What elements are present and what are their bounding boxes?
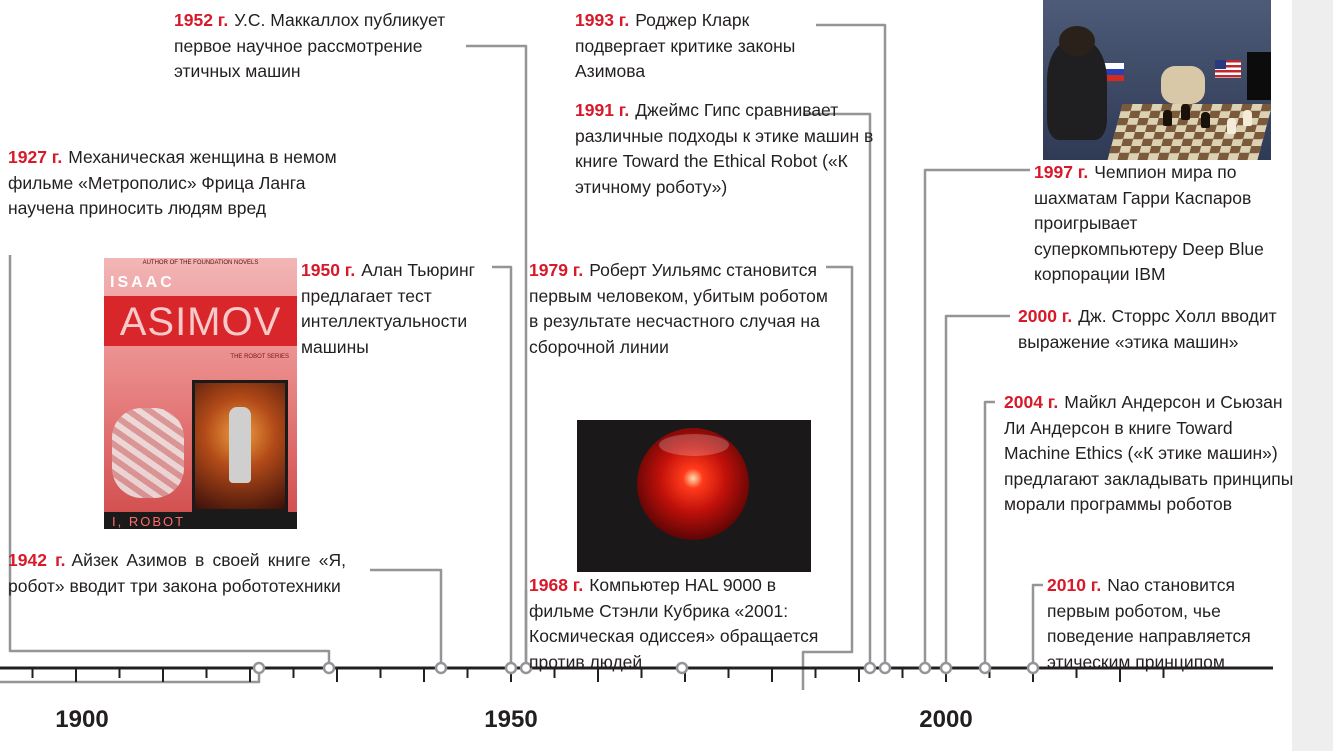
event-year: 1979 г. [529,260,584,280]
event-dot [1026,661,1040,675]
event-1968: 1968 г.Компьютер HAL 9000 в фильме Стэнл… [529,573,834,675]
chess-piece [1227,118,1236,134]
event-year: 1968 г. [529,575,584,595]
hal-lens [637,428,749,540]
connector-1979 [801,265,854,690]
book-bottom-band [104,512,297,529]
event-dot [939,661,953,675]
hal-9000-eye-icon [577,420,811,572]
robot-art-panel [192,380,288,512]
connector-2004 [983,400,995,668]
chess-piece [1201,112,1210,128]
book-subtitle: I, ROBOT [112,514,186,529]
event-2004: 2004 г.Майкл Андерсон и Сьюзан Ли Андерс… [1004,390,1296,518]
event-year: 2010 г. [1047,575,1102,595]
connector-1950 [492,265,513,668]
connector-1997 [923,168,1030,668]
connector-1927 [0,668,261,684]
hal-highlight [659,434,729,456]
event-dot [434,661,448,675]
event-1927: 1927 г.Механическая женщина в немом филь… [8,145,343,222]
kasparov-chess-photo-icon [1043,0,1271,160]
event-text: Майкл Андерсон и Сьюзан Ли Андерсон в кн… [1004,392,1294,514]
axis-label-1950: 1950 [484,706,538,733]
player-head [1059,26,1095,56]
event-text: Роджер Кларк подвергает критике законы А… [575,10,796,81]
event-text: Механическая женщина в немом фильме «Мет… [8,147,337,218]
event-year: 1927 г. [8,147,63,167]
event-1950: 1950 г.Алан Тьюринг предлагает тест инте… [301,258,513,360]
axis-label-2000: 2000 [919,706,973,733]
event-text: Роберт Уильямс становится первым человек… [529,260,828,357]
chess-clock-icon [1161,66,1205,104]
event-year: 1993 г. [575,10,630,30]
event-2000: 2000 г.Дж. Сторрс Холл вводит выражение … [1018,304,1288,355]
book-author: ISAAC [110,274,175,291]
event-dot [863,661,877,675]
us-flag-icon [1215,60,1241,78]
event-text: Айзек Азимов в своей книге «Я, робот» вв… [8,550,346,596]
connector-1942 [370,568,443,668]
connector-2010 [1031,583,1043,668]
chess-piece [1163,110,1172,126]
computer-monitor [1247,52,1271,100]
player-body [1047,40,1107,140]
book-title-band [104,296,297,346]
robot-arm-art [112,408,184,498]
event-dot [504,661,518,675]
robot-figure [229,407,251,483]
event-text: Компьютер HAL 9000 в фильме Стэнли Кубри… [529,575,819,672]
event-year: 1950 г. [301,260,356,280]
connector-1993 [816,23,887,668]
event-1991: 1991 г.Джеймс Гипс сравнивает различные … [575,98,875,200]
event-1979: 1979 г.Роберт Уильямс становится первым … [529,258,841,360]
connector-1952 [466,44,528,668]
event-1952: 1952 г.У.С. Маккаллох публикует первое н… [174,8,474,85]
event-text: Джеймс Гипс сравнивает различные подходы… [575,100,874,197]
event-2010: 2010 г.Nao становится первым роботом, чь… [1047,573,1292,675]
event-text: Алан Тьюринг предлагает тест интеллектуа… [301,260,476,357]
event-1993: 1993 г.Роджер Кларк подвергает критике з… [575,8,815,85]
event-text: У.С. Маккаллох публикует первое научное … [174,10,446,81]
event-year: 1997 г. [1034,162,1089,182]
event-1997: 1997 г.Чемпион мира по шахматам Гарри Ка… [1034,160,1272,288]
book-top-line: AUTHOR OF THE FOUNDATION NOVELS [142,260,259,266]
event-dot [978,661,992,675]
event-text: Чемпион мира по шахматам Гарри Каспаров … [1034,162,1264,284]
event-year: 1991 г. [575,100,630,120]
event-year: 1942 г. [8,550,66,570]
connector-1927b [8,255,331,668]
event-dot [675,661,689,675]
chess-piece [1181,104,1190,120]
connector-1991 [803,112,872,668]
i-robot-book-cover-image: AUTHOR OF THE FOUNDATION NOVELS ISAAC AS… [104,258,297,529]
event-text: Nao становится первым роботом, чье повед… [1047,575,1251,672]
event-year: 2004 г. [1004,392,1059,412]
event-dot [918,661,932,675]
book-title: ASIMOV [119,300,282,344]
event-year: 2000 г. [1018,306,1073,326]
book-series: THE ROBOT SERIES [230,354,289,360]
axis-label-1900: 1900 [55,706,109,733]
chess-piece [1243,110,1252,126]
event-dot [252,661,266,675]
event-dot [519,661,533,675]
right-margin-strip [1292,0,1333,751]
event-year: 1952 г. [174,10,229,30]
connector-2000 [944,314,1010,668]
event-dot [878,661,892,675]
event-text: Дж. Сторрс Холл вводит выражение «этика … [1018,306,1277,352]
event-1942: 1942 г.Айзек Азимов в своей книге «Я, ро… [8,548,346,599]
event-dot [322,661,336,675]
